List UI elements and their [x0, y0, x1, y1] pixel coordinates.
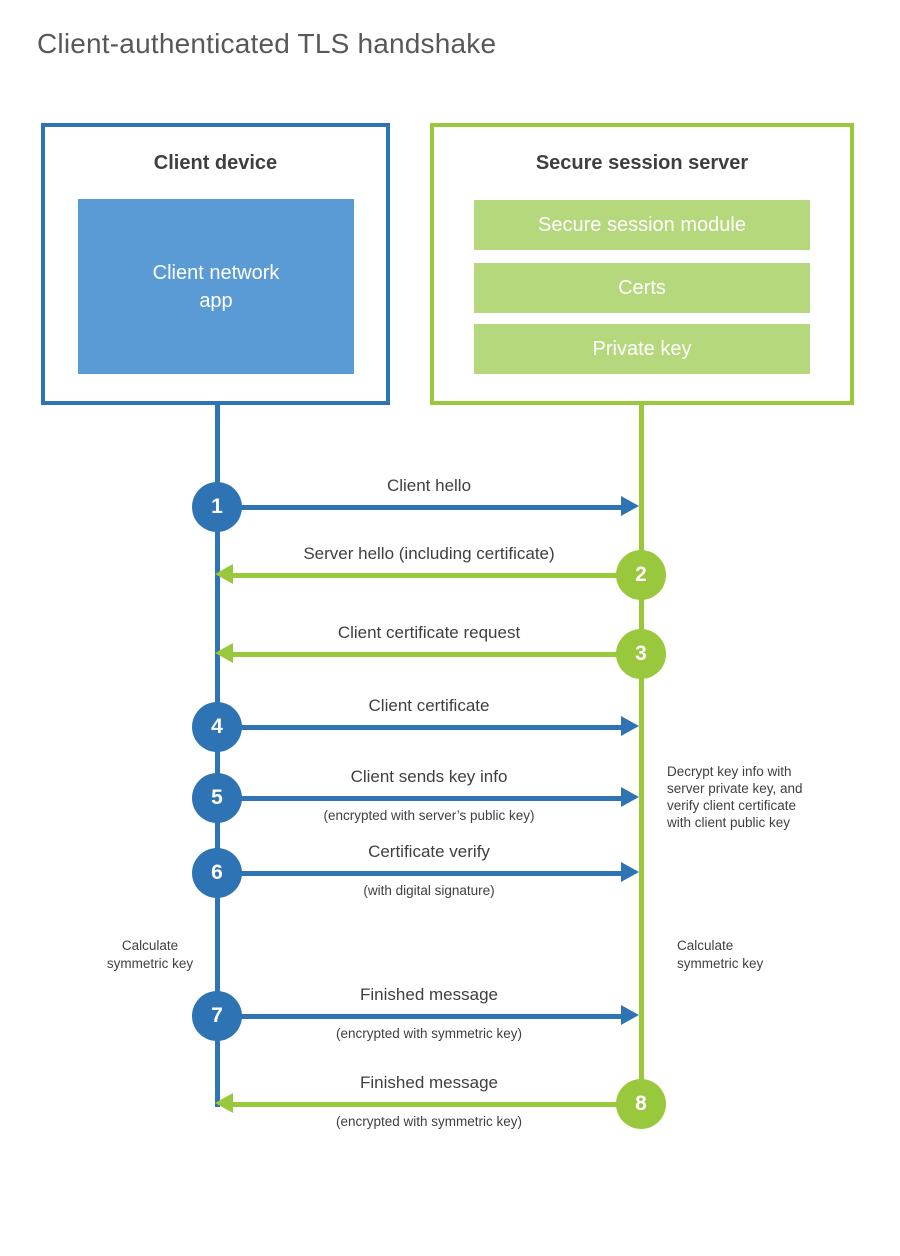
message-label: Finished message	[360, 985, 498, 1004]
step-number-badge: 7	[192, 991, 242, 1041]
server-module-secure-session-module: Secure session module	[474, 200, 810, 250]
arrow-line	[217, 871, 621, 876]
step-number-badge: 1	[192, 482, 242, 532]
arrow-right-icon	[621, 496, 639, 516]
message-label: Finished message	[360, 1073, 498, 1092]
client-lifeline	[215, 405, 220, 1107]
step-number-badge: 2	[616, 550, 666, 600]
arrow-right-icon	[621, 787, 639, 807]
page-title: Client-authenticated TLS handshake	[37, 28, 497, 59]
message-label: Client hello	[386, 476, 472, 495]
message-label: Client certificate	[368, 696, 490, 715]
arrow-right-icon	[621, 862, 639, 882]
server-module-private-key: Private key	[474, 324, 810, 374]
step-number-badge: 6	[192, 848, 242, 898]
arrow-line	[233, 573, 641, 578]
step-number-badge: 4	[192, 702, 242, 752]
calculate-symmetric-key-client: Calculate symmetric key	[106, 938, 194, 971]
message-sublabel: (encrypted with server’s public key)	[323, 808, 535, 823]
message-sublabel: (encrypted with symmetric key)	[335, 1026, 523, 1041]
message-label: Server hello (including certificate)	[303, 544, 555, 563]
arrow-line	[233, 1102, 641, 1107]
secure-session-server-title: Secure session server	[535, 152, 749, 174]
decrypt-key-note: Decrypt key info with server private key…	[667, 764, 803, 830]
arrow-left-icon	[215, 564, 233, 584]
step-number-badge: 3	[616, 629, 666, 679]
message-label: Client sends key info	[350, 767, 508, 786]
arrow-line	[217, 1014, 621, 1019]
step-number-badge: 5	[192, 773, 242, 823]
arrow-line	[233, 652, 641, 657]
server-lifeline	[639, 405, 644, 1104]
message-label: Client certificate request	[337, 623, 521, 642]
step-number-badge: 8	[616, 1079, 666, 1129]
client-network-app-box: Client network app	[78, 199, 354, 374]
message-sublabel: (encrypted with symmetric key)	[335, 1114, 523, 1129]
arrow-left-icon	[215, 1093, 233, 1113]
arrow-line	[217, 725, 621, 730]
server-module-certs: Certs	[474, 263, 810, 313]
arrow-line	[217, 796, 621, 801]
message-sublabel: (with digital signature)	[363, 883, 495, 898]
client-device-title: Client device	[153, 152, 278, 174]
calculate-symmetric-key-server: Calculate symmetric key	[677, 938, 764, 971]
arrow-right-icon	[621, 1005, 639, 1025]
arrow-right-icon	[621, 716, 639, 736]
arrow-left-icon	[215, 643, 233, 663]
message-label: Certificate verify	[368, 842, 490, 861]
arrow-line	[217, 505, 621, 510]
